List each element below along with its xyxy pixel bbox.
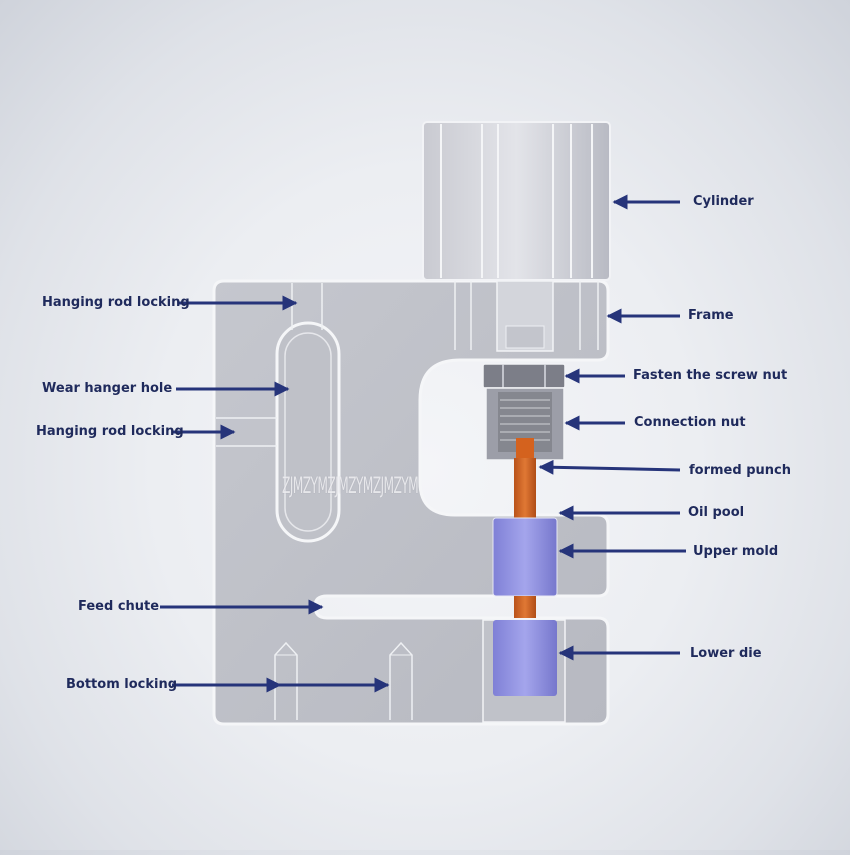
leader-arrows [160,194,686,693]
label-hanging-rod-locking-mid: Hanging rod locking [36,424,184,439]
upper-mold [492,517,558,597]
bottom-locking-bolt-left [274,641,298,720]
label-connection-nut: Connection nut [634,415,746,430]
lower-die [482,619,566,723]
label-upper-mold: Upper mold [693,544,779,559]
formed-punch [514,458,536,520]
label-fasten-screw-nut: Fasten the screw nut [633,368,788,383]
hanging-rod-locking-hole-mid [216,417,277,447]
frame-screw-left [454,281,472,350]
label-cylinder: Cylinder [693,194,754,209]
label-feed-chute: Feed chute [78,599,160,614]
connection-nut [485,387,565,461]
arrow-formed-punch [538,459,681,475]
wear-hanger-hole [275,321,341,543]
label-formed-punch: formed punch [689,463,791,478]
label-bottom-locking: Bottom locking [66,677,178,692]
piston-rod [496,280,554,352]
frame-screw-right [579,281,599,350]
cylinder [422,121,611,281]
bottom-locking-bolt-right [389,641,413,720]
punch-tip [514,596,536,618]
label-frame: Frame [688,308,734,323]
label-oil-pool: Oil pool [688,505,745,520]
label-lower-die: Lower die [690,646,762,661]
label-wear-hanger-hole: Wear hanger hole [42,381,173,396]
watermark: ZJMZYMZJMZYMZJMZYM [282,474,419,499]
fasten-screw-nut [482,363,566,389]
label-hanging-rod-locking-top: Hanging rod locking [42,295,190,310]
